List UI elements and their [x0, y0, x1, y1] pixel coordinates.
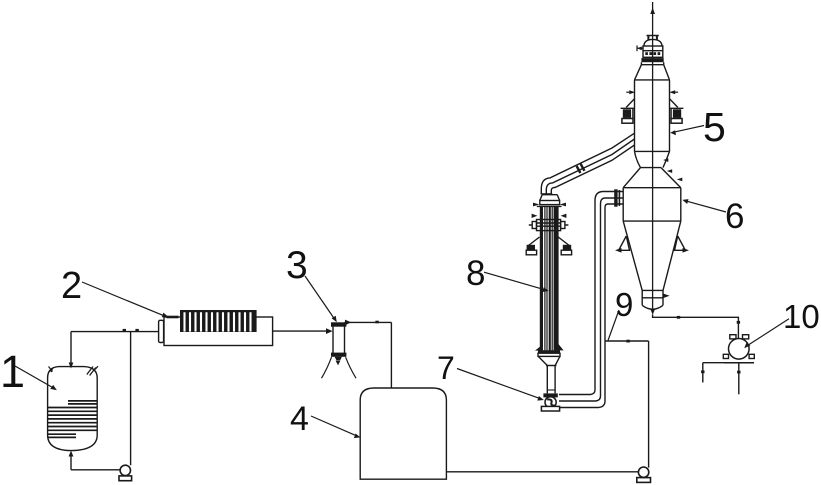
svg-text:8: 8 — [466, 254, 485, 293]
svg-text:4: 4 — [290, 400, 309, 438]
svg-text:6: 6 — [725, 197, 744, 236]
svg-text:1: 1 — [0, 346, 25, 397]
svg-text:2: 2 — [61, 265, 82, 307]
svg-text:5: 5 — [703, 104, 726, 150]
svg-text:3: 3 — [286, 244, 308, 287]
svg-text:9: 9 — [615, 286, 633, 323]
svg-text:7: 7 — [437, 350, 455, 386]
svg-text:10: 10 — [783, 298, 820, 335]
